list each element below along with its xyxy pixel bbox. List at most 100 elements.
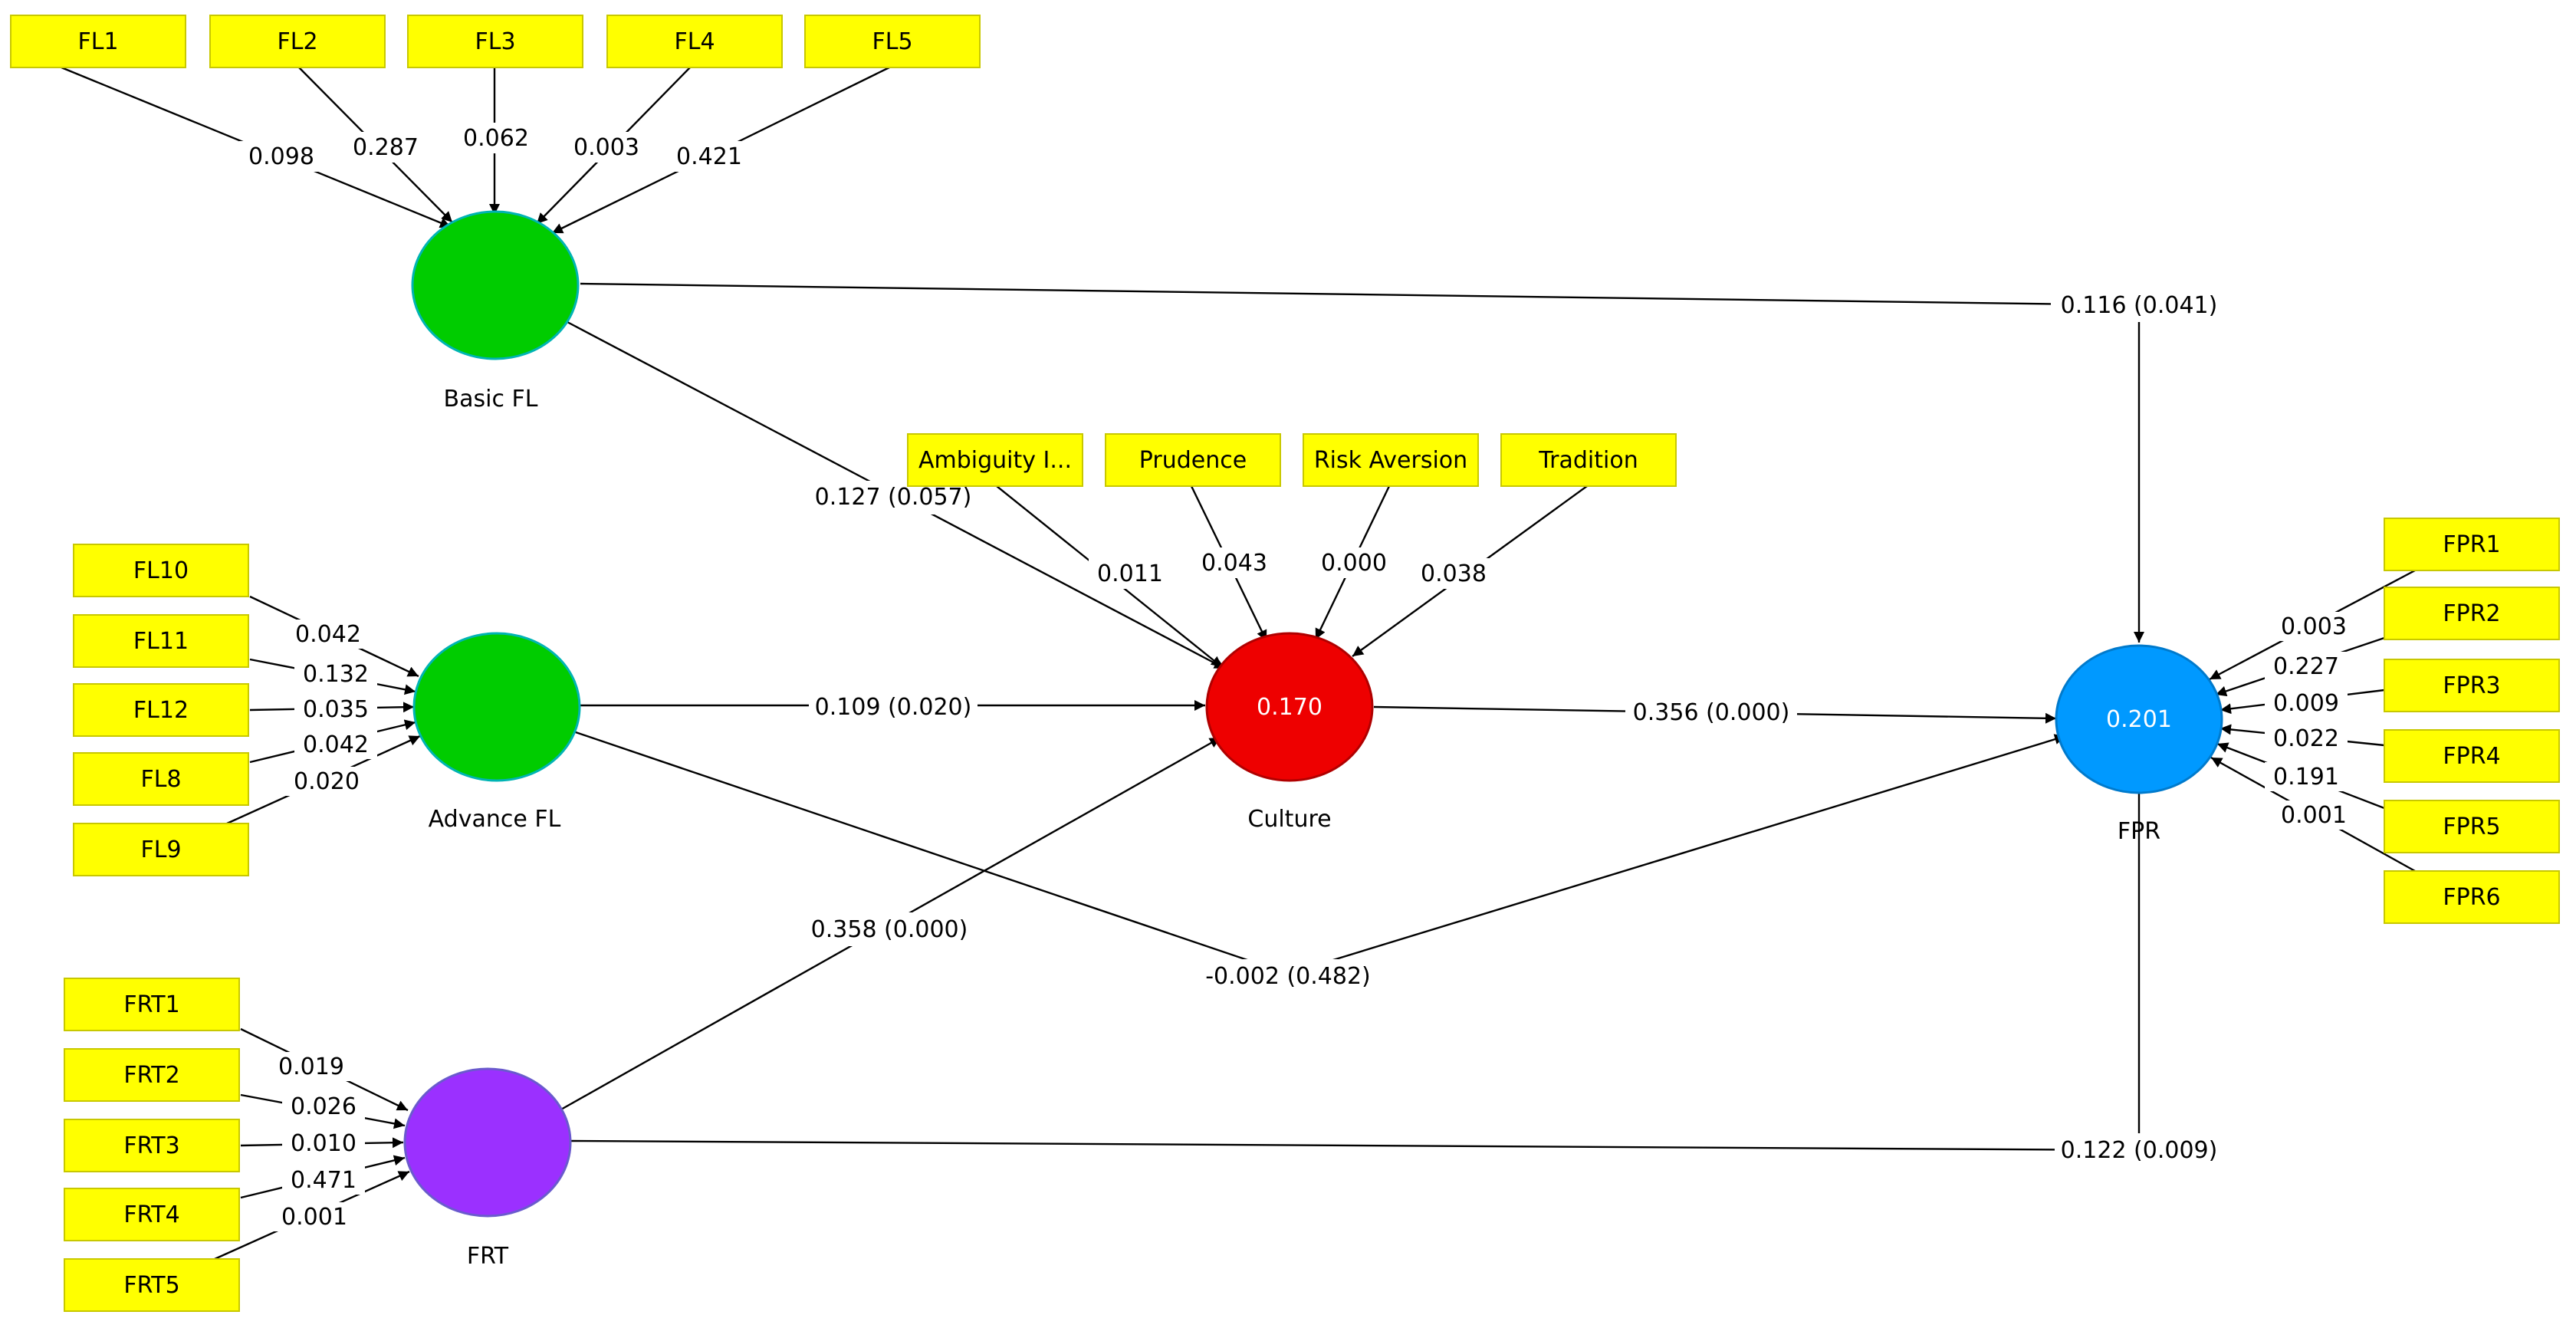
frt-indicators: FRT1 FRT2 FRT3 FRT4 FRT5 0.019 0.026 0.0… <box>64 978 410 1312</box>
path-coefficient-labels: 0.116 (0.041) 0.127 (0.057) 0.109 (0.020… <box>803 288 2227 1167</box>
indicator-label-frt1: FRT1 <box>123 991 179 1018</box>
path-label-basic-fpr: 0.116 (0.041) <box>2061 292 2218 319</box>
construct-culture[interactable] <box>1205 632 1374 782</box>
indicator-box-frt1[interactable] <box>64 978 240 1031</box>
path-label-advance-culture: 0.109 (0.020) <box>815 694 972 721</box>
indicator-box-fl2[interactable] <box>209 15 386 68</box>
weight-fl8: 0.042 <box>303 731 369 758</box>
construct-basic-fl[interactable] <box>411 210 580 360</box>
indicator-label-ambiguity: Ambiguity I... <box>918 447 1072 474</box>
indicator-box-tradition[interactable] <box>1500 433 1677 487</box>
weight-fpr1: 0.003 <box>2281 613 2347 640</box>
indicator-box-fpr4[interactable] <box>2384 729 2560 783</box>
weight-tradition: 0.038 <box>1421 560 1487 587</box>
fpr-indicators: FPR1 FPR2 FPR3 FPR4 FPR5 FPR6 0.003 0.22… <box>2209 518 2560 924</box>
weight-fpr6: 0.001 <box>2281 802 2347 829</box>
weight-fl2: 0.287 <box>353 134 419 161</box>
indicator-box-fl9[interactable] <box>73 823 249 876</box>
weight-fpr3: 0.009 <box>2273 690 2339 717</box>
indicator-label-fl9: FL9 <box>140 837 181 863</box>
construct-label-advance-fl: Advance FL <box>429 806 561 833</box>
indicator-label-fpr3: FPR3 <box>2443 672 2500 699</box>
indicator-box-fl8[interactable] <box>73 752 249 806</box>
weight-frt2: 0.026 <box>291 1093 356 1120</box>
construct-fpr[interactable] <box>2055 644 2223 794</box>
weight-fpr5: 0.191 <box>2273 764 2339 791</box>
latent-variables: Basic FL Advance FL FRT 0.170 Culture 0.… <box>403 210 2223 1270</box>
construct-frt[interactable] <box>403 1067 572 1218</box>
indicator-label-frt5: FRT5 <box>123 1272 179 1299</box>
indicator-box-fl11[interactable] <box>73 614 249 668</box>
basic-fl-indicators: FL1 FL2 FL3 FL4 FL5 0.098 0.287 0.062 0.… <box>10 15 981 235</box>
indicator-label-frt3: FRT3 <box>123 1132 179 1159</box>
indicator-label-fl8: FL8 <box>140 766 181 793</box>
indicator-box-fl1[interactable] <box>10 15 186 68</box>
indicator-box-fl10[interactable] <box>73 544 249 597</box>
construct-label-culture: Culture <box>1247 806 1331 833</box>
weight-fl11: 0.132 <box>303 661 369 688</box>
weight-fl5: 0.421 <box>676 143 742 170</box>
r-squared-fpr: 0.201 <box>2106 706 2172 733</box>
path-label-basic-culture: 0.127 (0.057) <box>815 484 972 511</box>
indicator-label-fl3: FL3 <box>475 28 515 55</box>
indicator-label-fl11: FL11 <box>133 628 189 655</box>
weight-risk-aversion: 0.000 <box>1321 550 1387 577</box>
weight-fl4: 0.003 <box>573 134 639 161</box>
indicator-label-fl5: FL5 <box>872 28 912 55</box>
indicator-box-prudence[interactable] <box>1105 433 1281 487</box>
weight-fpr4: 0.022 <box>2273 725 2339 752</box>
culture-indicators: Ambiguity I... Prudence Risk Aversion Tr… <box>907 433 1677 668</box>
indicator-label-risk-aversion: Risk Aversion <box>1314 447 1467 474</box>
indicator-box-frt3[interactable] <box>64 1119 240 1172</box>
indicator-label-fpr5: FPR5 <box>2443 814 2500 840</box>
weight-frt1: 0.019 <box>278 1054 344 1080</box>
indicator-label-frt2: FRT2 <box>123 1062 179 1089</box>
weight-fl10: 0.042 <box>295 621 361 648</box>
weight-fpr2: 0.227 <box>2273 653 2339 680</box>
weight-fl1: 0.098 <box>248 143 314 170</box>
indicator-label-fl1: FL1 <box>77 28 118 55</box>
indicator-label-fl10: FL10 <box>133 557 189 584</box>
weight-fl3: 0.062 <box>463 125 529 152</box>
indicator-box-frt2[interactable] <box>64 1048 240 1102</box>
indicator-label-fpr4: FPR4 <box>2443 743 2500 770</box>
indicator-box-fl12[interactable] <box>73 683 249 737</box>
path-label-frt-fpr: 0.122 (0.009) <box>2061 1137 2218 1164</box>
indicator-label-prudence: Prudence <box>1139 447 1247 474</box>
indicator-label-fpr6: FPR6 <box>2443 884 2500 911</box>
construct-label-frt: FRT <box>467 1243 509 1270</box>
indicator-box-fl3[interactable] <box>407 15 583 68</box>
indicator-box-fpr3[interactable] <box>2384 659 2560 712</box>
indicator-label-fpr1: FPR1 <box>2443 531 2500 558</box>
r-squared-culture: 0.170 <box>1257 694 1322 721</box>
path-label-advance-fpr: -0.002 (0.482) <box>1205 963 1371 990</box>
weight-frt5: 0.001 <box>281 1204 347 1231</box>
path-label-culture-fpr: 0.356 (0.000) <box>1633 699 1790 726</box>
indicator-label-fl12: FL12 <box>133 697 189 724</box>
indicator-box-fpr6[interactable] <box>2384 870 2560 924</box>
weight-fl9: 0.020 <box>294 768 360 795</box>
construct-label-fpr: FPR <box>2118 818 2160 845</box>
indicator-box-ambiguity[interactable] <box>907 433 1083 487</box>
indicator-box-fpr2[interactable] <box>2384 587 2560 640</box>
path-label-frt-culture: 0.358 (0.000) <box>811 916 968 943</box>
indicator-box-fpr5[interactable] <box>2384 800 2560 853</box>
construct-advance-fl[interactable] <box>412 632 581 782</box>
indicator-box-fl4[interactable] <box>606 15 783 68</box>
weight-fl12: 0.035 <box>303 696 369 723</box>
indicator-box-fpr1[interactable] <box>2384 518 2560 571</box>
weight-ambiguity: 0.011 <box>1097 560 1163 587</box>
indicator-label-fl4: FL4 <box>674 28 715 55</box>
indicator-box-frt5[interactable] <box>64 1258 240 1312</box>
weight-prudence: 0.043 <box>1201 550 1267 577</box>
weight-frt4: 0.471 <box>291 1167 356 1194</box>
indicator-label-frt4: FRT4 <box>123 1201 179 1228</box>
weight-frt3: 0.010 <box>291 1130 356 1157</box>
indicator-box-frt4[interactable] <box>64 1188 240 1241</box>
indicator-label-fl2: FL2 <box>277 28 317 55</box>
indicator-label-fpr2: FPR2 <box>2443 600 2500 627</box>
indicator-box-risk-aversion[interactable] <box>1303 433 1479 487</box>
indicator-label-tradition: Tradition <box>1538 447 1638 474</box>
indicator-box-fl5[interactable] <box>804 15 981 68</box>
